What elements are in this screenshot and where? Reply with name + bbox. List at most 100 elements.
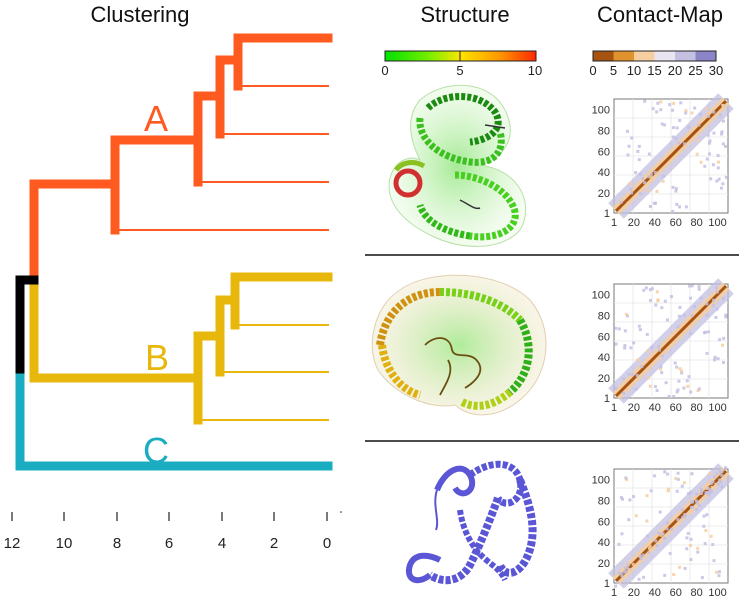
contact-point — [697, 285, 701, 289]
contact-point — [624, 205, 628, 209]
contact-point — [655, 189, 659, 193]
contact-point — [643, 99, 647, 103]
contact-point — [655, 389, 659, 393]
contact-point — [619, 572, 623, 576]
structure-c-image — [405, 460, 537, 585]
contact-point — [693, 106, 697, 110]
contact-point — [676, 477, 680, 481]
contact-point — [690, 472, 694, 476]
contact-point — [703, 164, 707, 168]
contact-point — [713, 475, 717, 479]
contact-point — [655, 110, 659, 114]
contact-point — [627, 568, 631, 572]
contact-point — [696, 546, 700, 550]
contact-map-x-tick: 40 — [649, 587, 661, 599]
contact-point — [661, 174, 665, 178]
contact-point — [672, 394, 676, 398]
contact-point — [711, 298, 715, 302]
contact-point — [636, 358, 640, 362]
contact-point — [700, 576, 704, 580]
contact-colorbar-segment-2 — [613, 51, 634, 61]
dendrogram: A B C — [15, 33, 333, 471]
contact-point — [657, 531, 661, 535]
contact-point — [659, 365, 663, 369]
contact-point — [694, 499, 698, 503]
contact-point — [716, 482, 720, 486]
contact-point — [698, 504, 702, 508]
contact-point — [655, 544, 659, 548]
contact-point — [653, 474, 657, 478]
contact-point — [639, 557, 643, 561]
contact-point — [707, 114, 711, 118]
contact-point — [683, 142, 687, 146]
contact-point — [626, 201, 630, 205]
contact-point — [686, 384, 690, 388]
contact-point — [707, 330, 711, 334]
contact-point — [661, 532, 665, 536]
contact-point — [621, 377, 625, 381]
contact-map-y-tick: 1 — [604, 393, 610, 405]
contact-point — [668, 552, 672, 556]
contact-point — [675, 390, 679, 394]
contact-point — [689, 296, 693, 300]
contact-point — [626, 563, 630, 567]
cluster-c-label: C — [143, 430, 169, 471]
structure-colorbar: 0 5 10 — [381, 50, 542, 78]
contact-point — [647, 551, 651, 555]
cluster-a-branches — [29, 33, 333, 291]
contact-point — [710, 485, 714, 489]
contact-point — [719, 480, 723, 484]
contact-point — [643, 181, 647, 185]
contact-point — [695, 501, 699, 505]
distance-axis: 12 10 8 6 4 2 0 — [4, 511, 342, 552]
contact-point — [689, 537, 693, 541]
contact-point — [721, 343, 725, 347]
contact-point — [637, 158, 641, 162]
contact-point — [699, 491, 703, 495]
contact-point — [690, 500, 694, 504]
contact-point — [715, 286, 719, 290]
contact-point — [721, 103, 725, 107]
contact-point — [700, 489, 704, 493]
contact-point — [708, 139, 712, 143]
contact-point — [681, 515, 685, 519]
contact-map-y-tick: 80 — [598, 495, 610, 507]
contact-colorbar-segment-5 — [675, 51, 696, 61]
contact-point — [634, 514, 638, 518]
contact-point — [706, 486, 710, 490]
contact-point — [666, 487, 670, 491]
contact-point — [690, 506, 694, 510]
contact-point — [684, 205, 688, 209]
contact-point — [631, 495, 635, 499]
contact-map-x-tick: 60 — [670, 217, 682, 229]
contact-point — [661, 179, 665, 183]
contact-point — [724, 315, 728, 319]
contact-map-x-tick: 100 — [708, 587, 726, 599]
contact-point — [648, 544, 652, 548]
contact-point — [717, 574, 721, 578]
contact-point — [709, 482, 713, 486]
contact-point — [720, 470, 724, 474]
contact-point — [678, 305, 682, 309]
contact-point — [614, 584, 618, 588]
contact-point — [659, 539, 663, 543]
contact-point — [659, 367, 663, 371]
contact-point — [696, 389, 700, 393]
contact-point — [660, 122, 664, 126]
cluster-c-branches — [15, 373, 333, 471]
contact-point — [656, 101, 660, 105]
contact-point — [711, 163, 715, 167]
contact-point — [646, 188, 650, 192]
contact-point — [656, 298, 660, 302]
contact-point — [675, 202, 679, 206]
contact-point — [660, 371, 664, 375]
contact-point — [647, 152, 651, 156]
contact-point — [625, 314, 629, 318]
contact-map-y-tick: 40 — [598, 352, 610, 364]
contact-point — [689, 490, 693, 494]
contact-point — [703, 485, 707, 489]
contact-point — [653, 385, 657, 389]
contact-point — [703, 330, 707, 334]
contact-point — [675, 126, 679, 130]
